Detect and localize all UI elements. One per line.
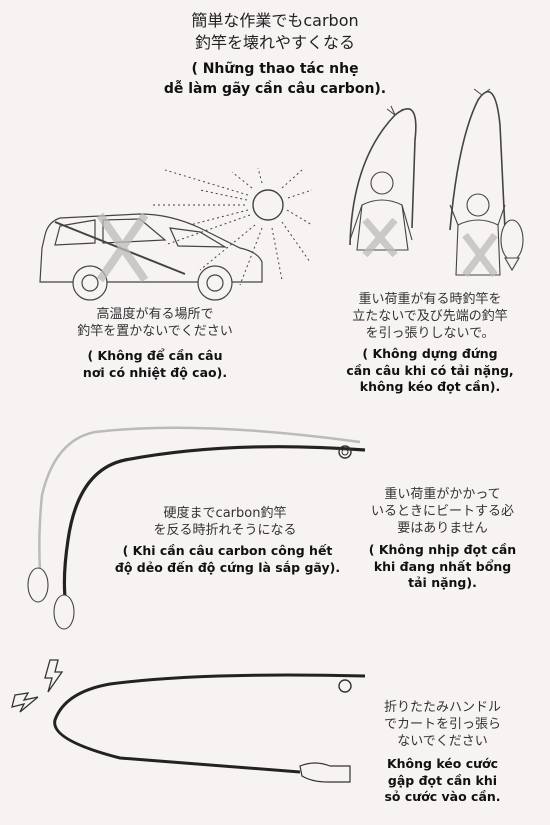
tip-3-vi-line: ( Khi cần câu carbon công hết [122, 543, 333, 558]
tip-1-jp-line: 釣竿を置かないでください [77, 324, 233, 340]
tip-5-vi-line: Không kéo cước [386, 756, 499, 771]
tip-3-vi-line: độ dẻo đến độ cứng là sắp gãy). [114, 559, 341, 575]
tip-1-japanese: 高温度が有る場所で 釣竿を置かないでください [55, 306, 255, 340]
tip-5-vi-line: gập đọt cần khi [387, 772, 498, 788]
tip-4-jp-line: いるときにビートする必 [370, 504, 514, 520]
tip-4-vietnamese: ( Không nhịp đọt cần khi đang nhất bổng … [350, 542, 535, 592]
tip-2-vi-line: không kéo đọt cần). [359, 379, 501, 394]
tip-5-jp-line: 折りたたみハンドル [383, 700, 501, 715]
title-vi-line: ( Những thao tác nhẹ [191, 61, 359, 77]
cross-mark-icon [96, 212, 149, 283]
tip-1-vi-line: nơi có nhiệt độ cao). [82, 364, 228, 380]
tip-1-jp-line: 高温度が有る場所で [96, 307, 214, 322]
title-jp-line: 簡単な作業でもcarbon [191, 11, 359, 30]
tip-2-jp-line: 立たないで及び先端の釣竿 [352, 309, 508, 325]
tip-4-vi-line: tải nặng). [408, 575, 477, 590]
angler-icon [349, 88, 506, 276]
tip-4-japanese: 重い荷重がかかって いるときにビートする必 要はありません [350, 486, 535, 537]
tip-3-jp-line: 硬度までcarbon釣竿 [163, 506, 287, 521]
tip-2-vietnamese: ( Không dựng đứng cần câu khi có tải nặn… [330, 346, 530, 396]
tip-2-jp-line: を引っ張りしないで。 [365, 326, 495, 342]
tip-5-jp-line: でカートを引っ張ら [383, 717, 501, 733]
tip-2-japanese: 重い荷重が有る時釣竿を 立たないで及び先端の釣竿 を引っ張りしないで。 [330, 291, 530, 342]
fishing-rod-icon [38, 426, 366, 606]
fish-icon [27, 567, 75, 630]
title-japanese: 簡単な作業でもcarbon 釣竿を壊れやすくなる [125, 10, 425, 53]
tip-3-vietnamese: ( Khi cần câu carbon công hết độ dẻo đến… [105, 543, 350, 576]
fish-icon [500, 219, 524, 272]
hand-icon [299, 762, 351, 783]
tip-3-japanese: 硬度までcarbon釣竿 を反る時折れそうになる [130, 505, 320, 539]
tip-2-vi-line: cần câu khi có tải nặng, [346, 362, 514, 378]
tip-5-jp-line: ないでください [397, 734, 488, 750]
title-vi-line: dễ làm gãy cần câu carbon). [163, 80, 387, 97]
lightning-icon [11, 659, 64, 713]
tip-4-jp-line: 要はありません [397, 521, 488, 537]
tip-5-vi-line: sỏ cước vào cần. [384, 789, 501, 804]
tip-2-vi-line: ( Không dựng đứng [362, 346, 498, 361]
cross-mark-icon [362, 217, 498, 278]
title-jp-line: 釣竿を壊れやすくなる [194, 32, 355, 52]
fishing-rod-icon [53, 673, 366, 774]
title-vietnamese: ( Những thao tác nhẹ dễ làm gãy cần câu … [100, 60, 450, 99]
tip-4-vi-line: ( Không nhịp đọt cần [368, 542, 517, 557]
tip-5-vietnamese: Không kéo cước gập đọt cần khi sỏ cước v… [365, 756, 520, 806]
car-icon [39, 213, 263, 301]
tip-2-jp-line: 重い荷重が有る時釣竿を [358, 292, 502, 307]
tip-4-jp-line: 重い荷重がかかって [384, 487, 501, 502]
tip-1-vi-line: ( Không để cần câu [87, 348, 223, 363]
tip-4-vi-line: khi đang nhất bổng [373, 558, 512, 574]
tip-1-vietnamese: ( Không để cần câu nơi có nhiệt độ cao). [55, 348, 255, 381]
sun-icon [150, 167, 313, 286]
tip-3-jp-line: を反る時折れそうになる [153, 523, 297, 539]
tip-5-japanese: 折りたたみハンドル でカートを引っ張ら ないでください [365, 699, 520, 750]
